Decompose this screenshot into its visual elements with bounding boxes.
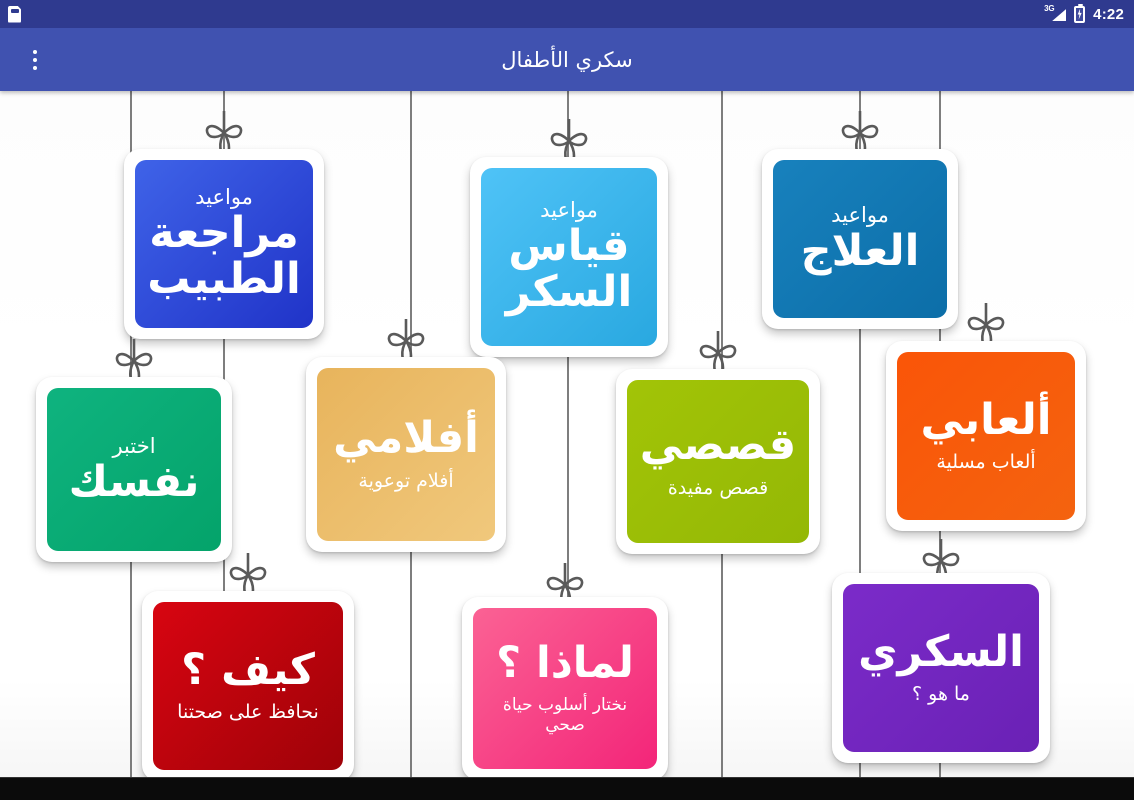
- dot-2: [33, 57, 37, 62]
- card-my-games[interactable]: ألعابي ألعاب مسلية: [886, 303, 1086, 553]
- card-title: نفسك: [68, 456, 200, 507]
- card-tile: أفلامي أفلام توعوية: [317, 368, 495, 541]
- card-test-yourself[interactable]: اختبر نفسك: [36, 339, 232, 579]
- dot-3: [33, 65, 37, 70]
- card-why-healthy-lifestyle[interactable]: لماذا ؟ نختار أسلوب حياة صحي: [462, 563, 668, 777]
- card-plate: مواعيد العلاج: [762, 149, 958, 329]
- card-subtitle: نختار أسلوب حياة صحي: [502, 694, 628, 736]
- system-navigation-bar: [0, 777, 1134, 800]
- card-small-label: اختبر: [112, 433, 156, 458]
- card-small-label: مواعيد: [831, 203, 889, 228]
- card-subtitle: أفلام توعوية: [358, 469, 454, 492]
- card-small-label: مواعيد: [195, 185, 253, 210]
- card-my-films[interactable]: أفلامي أفلام توعوية: [306, 319, 506, 569]
- app-bar: سكري الأطفال: [0, 28, 1134, 91]
- card-tile: مواعيد قياس السكر: [481, 168, 657, 346]
- card-tile: مواعيد مراجعة الطبيب: [135, 160, 313, 328]
- card-tile: اختبر نفسك: [47, 388, 221, 551]
- battery-charging-icon: [1074, 3, 1086, 23]
- battery-bolt-icon: [1077, 8, 1082, 20]
- page-title: سكري الأطفال: [501, 47, 633, 72]
- card-plate: كيف ؟ نحافظ على صحتنا: [142, 591, 354, 777]
- card-tile: ألعابي ألعاب مسلية: [897, 352, 1075, 520]
- dot-1: [33, 49, 37, 54]
- card-plate: مواعيد قياس السكر: [470, 157, 668, 357]
- card-plate: ألعابي ألعاب مسلية: [886, 341, 1086, 531]
- card-small-label: مواعيد: [540, 198, 598, 223]
- card-tile: لماذا ؟ نختار أسلوب حياة صحي: [473, 608, 657, 769]
- card-title: السكري: [858, 626, 1024, 677]
- card-tile: مواعيد العلاج: [773, 160, 947, 318]
- signal-triangle: [1052, 9, 1067, 21]
- status-bar-right: 3G 4:22: [1044, 3, 1124, 23]
- card-subtitle: ما هو ؟: [912, 683, 970, 706]
- card-plate: السكري ما هو ؟: [832, 573, 1050, 763]
- status-clock: 4:22: [1093, 5, 1124, 23]
- signal-bars-icon: 3G: [1044, 4, 1067, 23]
- card-treatment-times[interactable]: مواعيد العلاج: [762, 111, 958, 361]
- card-how-keep-health[interactable]: كيف ؟ نحافظ على صحتنا: [142, 553, 354, 777]
- card-title: قصصي: [639, 420, 797, 471]
- card-sugar-measure-times[interactable]: مواعيد قياس السكر: [470, 119, 668, 369]
- status-bar: 3G 4:22: [0, 0, 1134, 28]
- card-title: كيف ؟: [181, 644, 315, 695]
- card-plate: مواعيد مراجعة الطبيب: [124, 149, 324, 339]
- card-my-stories[interactable]: قصصي قصص مفيدة: [616, 331, 820, 581]
- card-title: العلاج: [800, 226, 920, 277]
- card-tile: قصصي قصص مفيدة: [627, 380, 809, 543]
- card-subtitle: نحافظ على صحتنا: [177, 701, 319, 724]
- status-bar-left: [8, 5, 21, 23]
- card-title: أفلامي: [333, 413, 479, 464]
- network-type-label: 3G: [1044, 4, 1055, 13]
- card-plate: لماذا ؟ نختار أسلوب حياة صحي: [462, 597, 668, 777]
- card-title: لماذا ؟: [496, 638, 634, 689]
- card-tile: السكري ما هو ؟: [843, 584, 1039, 752]
- card-board: مواعيد مراجعة الطبيب مواعيد قياس السكر: [0, 91, 1134, 777]
- card-subtitle: قصص مفيدة: [667, 476, 769, 499]
- card-title: مراجعة الطبيب: [147, 208, 301, 305]
- card-subtitle: ألعاب مسلية: [936, 451, 1036, 474]
- card-doctor-visit-times[interactable]: مواعيد مراجعة الطبيب: [124, 111, 324, 361]
- card-what-is-diabetes[interactable]: السكري ما هو ؟: [832, 539, 1050, 777]
- card-plate: اختبر نفسك: [36, 377, 232, 562]
- sd-card-icon: [8, 5, 21, 23]
- card-title: قياس السكر: [505, 221, 633, 318]
- card-plate: قصصي قصص مفيدة: [616, 369, 820, 554]
- more-vertical-icon[interactable]: [22, 43, 48, 77]
- card-title: ألعابي: [920, 394, 1052, 445]
- card-tile: كيف ؟ نحافظ على صحتنا: [153, 602, 343, 770]
- card-plate: أفلامي أفلام توعوية: [306, 357, 506, 552]
